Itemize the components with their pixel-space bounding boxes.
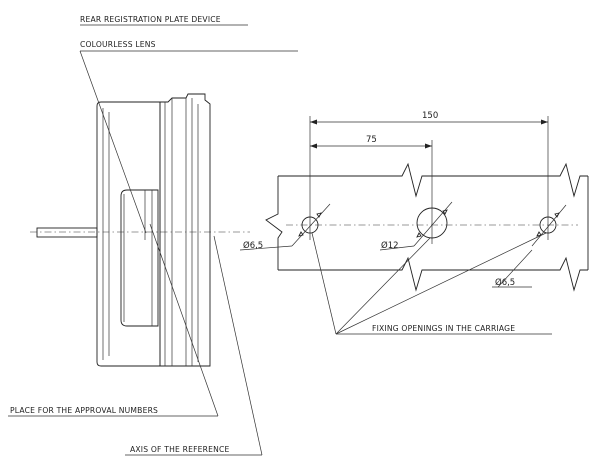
dim-half-75: 75 [366,135,377,145]
label-fixing-openings: FIXING OPENINGS IN THE CARRIAGE [372,324,515,333]
dim-hole-center-diameter: Ø12 [381,240,399,251]
fixing-openings [291,201,567,247]
dim-overall-150: 150 [422,111,438,121]
label-axis-of-reference: AXIS OF THE REFERENCE [130,445,230,454]
dim-hole-left-diameter: Ø6,5 [243,240,263,251]
left-leaders [8,24,298,456]
mounting-stud [36,227,98,238]
device-side-view [30,93,250,367]
fixing-openings-leaders [311,232,552,335]
label-colourless-lens: COLOURLESS LENS [80,40,156,49]
label-approval-numbers: PLACE FOR THE APPROVAL NUMBERS [10,406,158,415]
dim-hole-right-diameter: Ø6,5 [495,277,515,288]
dimension-lines [309,116,549,210]
carriage-strip [265,162,589,292]
device-front-frame [159,93,211,367]
label-rear-registration-plate-device: REAR REGISTRATION PLATE DEVICE [80,15,221,24]
colourless-lens-shape [120,189,159,327]
